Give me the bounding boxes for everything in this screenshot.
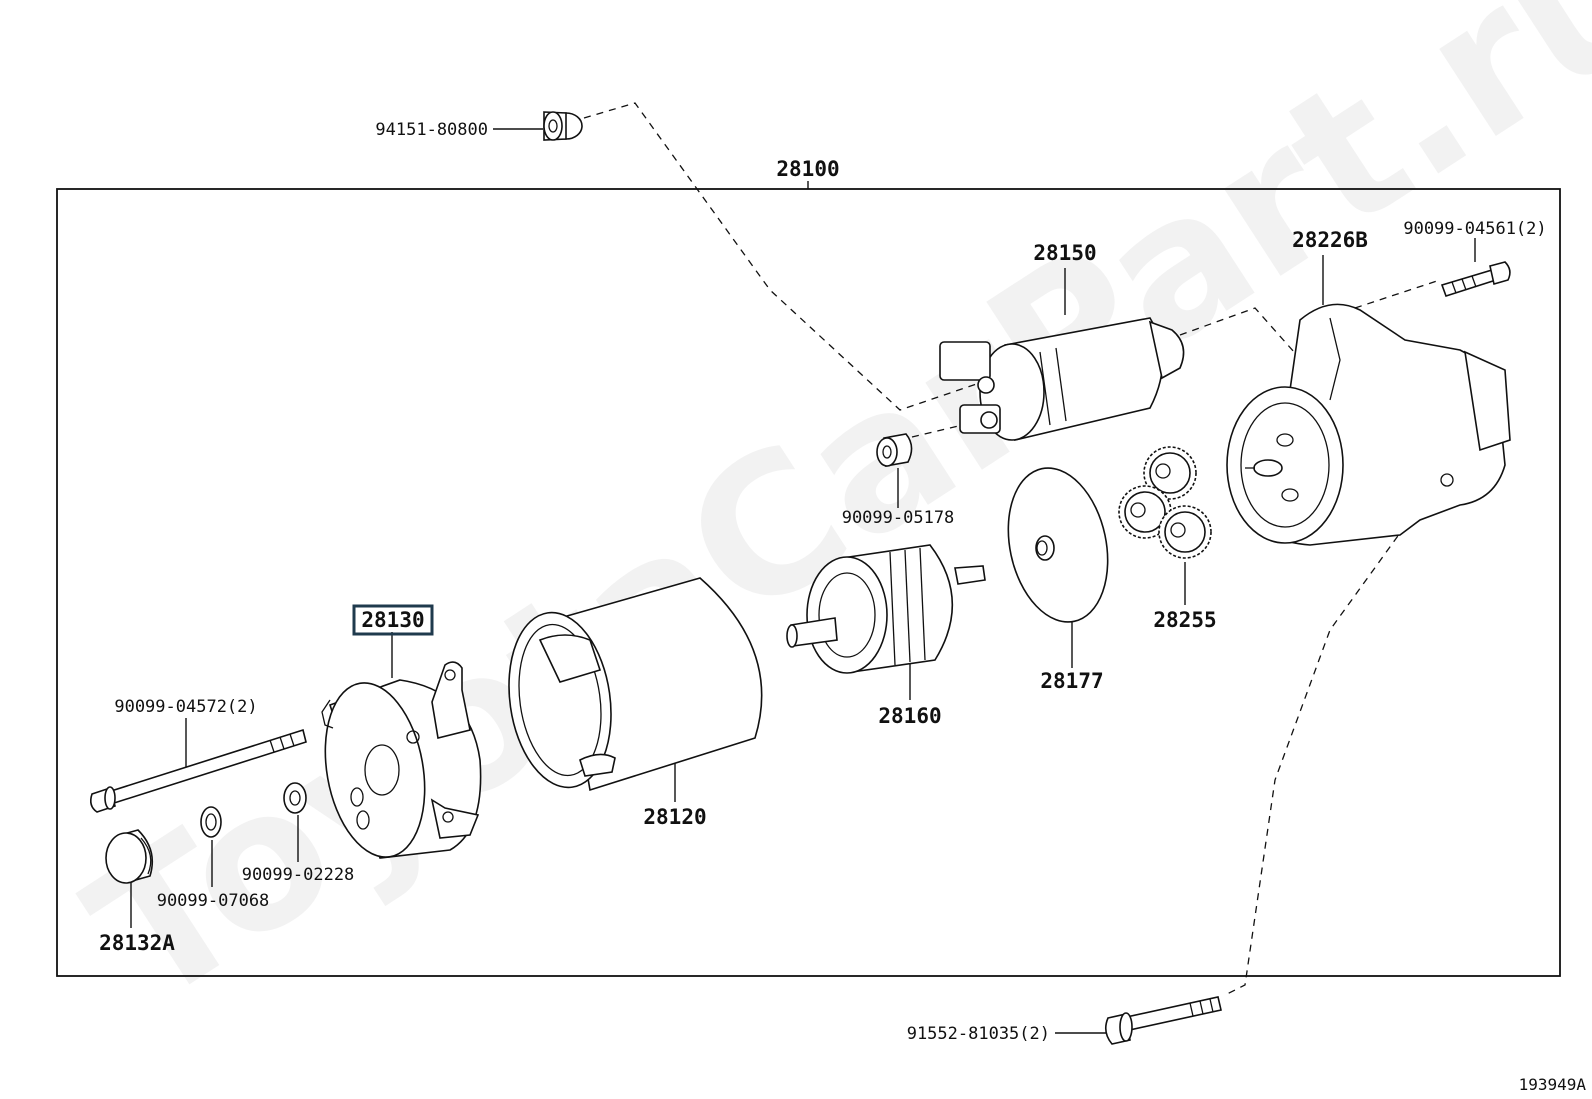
part-91552-81035[interactable]: 91552-81035(2) xyxy=(907,996,1222,1045)
dashed-link-housing xyxy=(1179,307,1311,371)
label-90099-07068: 90099-07068 xyxy=(157,891,270,911)
through-bolt-shape xyxy=(90,728,307,813)
part-28120-yoke[interactable]: 28120 xyxy=(498,577,763,829)
part-94151-80800[interactable]: 94151-80800 xyxy=(375,111,583,141)
part-90099-04561[interactable]: 90099-04561(2) xyxy=(1403,219,1547,297)
part-28132A-cap[interactable]: 28132A xyxy=(99,829,175,955)
part-90099-04572[interactable]: 90099-04572(2) xyxy=(90,697,307,813)
nut-05178-shape xyxy=(876,433,913,467)
label-28132A: 28132A xyxy=(99,931,175,955)
nut-94151-shape xyxy=(543,111,583,141)
part-90099-02228[interactable]: 90099-02228 xyxy=(242,782,355,885)
part-28160-armature[interactable]: 28160 xyxy=(786,544,986,728)
part-28255-gears[interactable]: 28255 xyxy=(1118,446,1217,632)
end-frame-shape xyxy=(321,661,482,859)
diagram-id-label: 193949A xyxy=(1519,1075,1587,1094)
housing-shape xyxy=(1226,303,1511,546)
lockwasher-07068-shape xyxy=(200,806,222,838)
cap-shape xyxy=(105,829,154,884)
label-28177: 28177 xyxy=(1040,669,1103,693)
label-90099-04572: 90099-04572(2) xyxy=(114,697,257,717)
assembly-number-label[interactable]: 28100 xyxy=(776,157,839,181)
label-90099-02228: 90099-02228 xyxy=(242,865,355,885)
part-28130-end-frame[interactable]: 28130 xyxy=(312,604,482,865)
part-28177-plate[interactable]: 28177 xyxy=(995,459,1121,693)
part-28150-solenoid[interactable]: 28150 xyxy=(939,241,1185,441)
part-90099-07068[interactable]: 90099-07068 xyxy=(157,806,270,911)
plate-shape xyxy=(1007,467,1109,623)
label-90099-04561: 90099-04561(2) xyxy=(1403,219,1546,239)
label-90099-05178: 90099-05178 xyxy=(842,508,955,528)
armature-shape xyxy=(786,544,986,674)
gears-shape xyxy=(1118,446,1212,559)
washer-02228-shape xyxy=(283,782,307,814)
label-28226B: 28226B xyxy=(1292,228,1368,252)
label-28255: 28255 xyxy=(1153,608,1216,632)
selected-part-highlight xyxy=(352,604,434,636)
label-28160: 28160 xyxy=(878,704,941,728)
solenoid-shape xyxy=(939,317,1185,441)
label-94151-80800: 94151-80800 xyxy=(375,120,488,140)
label-28130: 28130 xyxy=(361,608,424,632)
dashed-link-solenoid xyxy=(583,102,1001,411)
dashed-link-bolt-04561 xyxy=(1354,279,1441,309)
part-90099-05178[interactable]: 90099-05178 xyxy=(842,433,955,528)
yoke-shape xyxy=(508,577,763,792)
label-28150: 28150 xyxy=(1033,241,1096,265)
label-91552-81035: 91552-81035(2) xyxy=(907,1024,1050,1044)
dashed-link-bolt-91552 xyxy=(1224,514,1414,996)
label-28120: 28120 xyxy=(643,805,706,829)
bolt-04561-shape xyxy=(1440,261,1511,297)
bolt-91552-shape xyxy=(1104,996,1222,1045)
part-28226B-housing[interactable]: 28226B xyxy=(1226,228,1511,546)
